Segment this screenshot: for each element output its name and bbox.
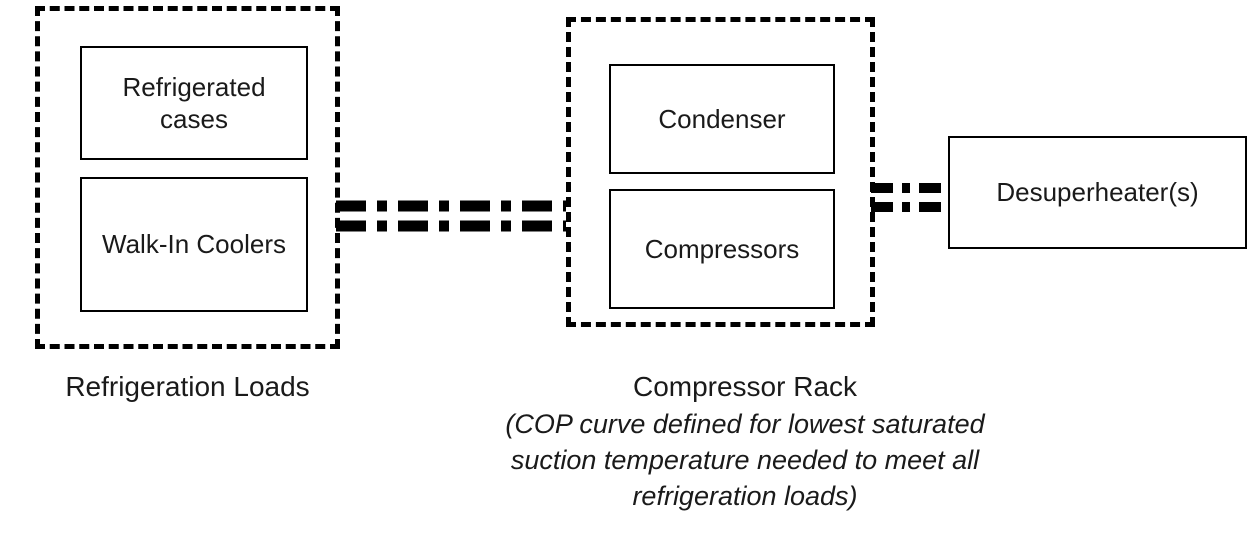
- node-compressors-label: Compressors: [644, 233, 800, 264]
- node-desuperheater-label: Desuperheater(s): [996, 177, 1199, 208]
- node-condenser-label: Condenser: [658, 103, 786, 134]
- node-refrigerated-cases: Refrigerated cases: [80, 46, 308, 160]
- caption-compressor-rack-title: Compressor Rack: [632, 371, 858, 402]
- caption-compressor-rack-note: (COP curve defined for lowest saturated …: [430, 407, 1060, 514]
- group-refrigeration-loads: Refrigerated cases Walk-In Coolers: [35, 6, 340, 349]
- node-walk-in-coolers: Walk-In Coolers: [80, 177, 308, 312]
- caption-refrigeration-loads: Refrigeration Loads: [65, 371, 310, 402]
- note-line-3: refrigeration loads): [632, 480, 858, 511]
- note-line-2: suction temperature needed to meet all: [510, 445, 980, 476]
- node-walk-in-coolers-label: Walk-In Coolers: [102, 229, 286, 260]
- node-compressors: Compressors: [609, 189, 835, 309]
- note-line-1: (COP curve defined for lowest saturated: [505, 409, 985, 440]
- node-desuperheater: Desuperheater(s): [948, 136, 1247, 249]
- group-compressor-rack: Condenser Compressors: [566, 17, 875, 327]
- node-condenser: Condenser: [609, 64, 835, 174]
- node-refrigerated-cases-label: Refrigerated cases: [122, 71, 266, 135]
- dashdot-connector-right: [871, 180, 951, 216]
- dashdot-connector-left: [336, 197, 568, 237]
- caption-compressor-rack: Compressor Rack (COP curve defined for l…: [430, 369, 1060, 514]
